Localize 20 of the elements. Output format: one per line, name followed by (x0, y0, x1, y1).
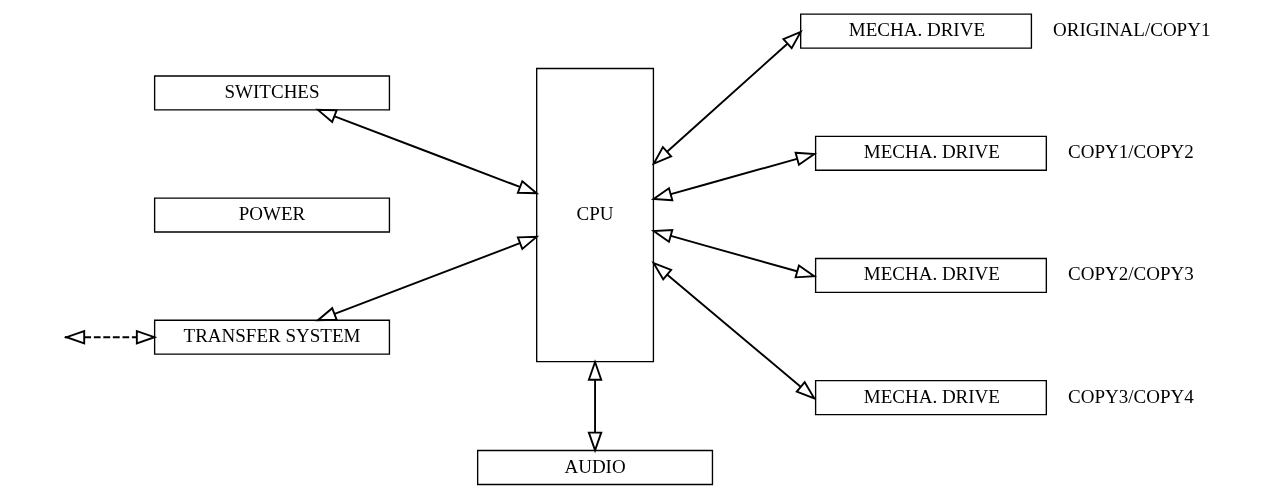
node-box: TRANSFER SYSTEM (153, 319, 391, 355)
node-label: COPY2/COPY3 (1068, 263, 1194, 285)
node-box: CPU (536, 67, 655, 363)
node-label: COPY1/COPY2 (1068, 141, 1194, 163)
node-box: AUDIO (476, 449, 714, 486)
node-box: MECHA. DRIVE (814, 379, 1047, 416)
arrow (315, 108, 540, 195)
node-box: POWER (153, 197, 391, 233)
arrow (587, 359, 603, 454)
node-label: ORIGINAL/COPY1 (1053, 19, 1211, 41)
node-box: SWITCHES (153, 75, 391, 111)
node-box: MECHA. DRIVE (814, 257, 1047, 294)
arrow (651, 29, 803, 166)
node-box: MECHA. DRIVE (814, 135, 1047, 171)
node-box: MECHA. DRIVE (800, 13, 1033, 49)
node-label: COPY3/COPY4 (1068, 385, 1194, 407)
arrow (650, 228, 817, 279)
arrow (650, 151, 817, 202)
arrow (651, 261, 817, 401)
arrow (315, 235, 540, 322)
